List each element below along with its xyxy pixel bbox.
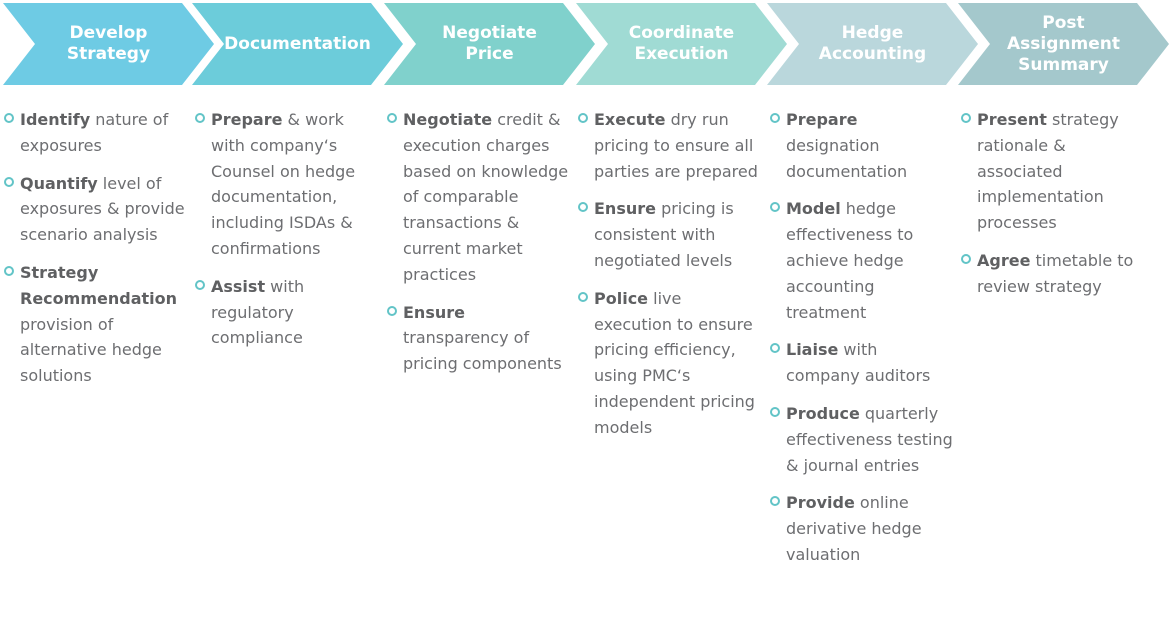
list-item: Present strategy rationale & associated … — [959, 107, 1147, 236]
process-chevrons — [3, 3, 1169, 85]
item-text: pricing is consistent with negotiated le… — [594, 199, 734, 270]
stage-chevron-2 — [192, 3, 403, 85]
ring-bullet-icon — [387, 305, 397, 316]
stage-column-2: Prepare & work with company‘s Counsel on… — [193, 107, 381, 363]
item-keyword: Prepare — [211, 110, 283, 129]
list-item: Police live execution to ensure pricing … — [576, 286, 764, 441]
ring-bullet-icon — [961, 113, 971, 123]
stage-chevron-3 — [384, 3, 595, 85]
stage-column-6: Present strategy rationale & associated … — [959, 107, 1147, 312]
ring-bullet-icon — [770, 113, 780, 123]
list-item: Ensure pricing is consistent with negoti… — [576, 196, 764, 273]
item-keyword: Identify — [20, 110, 91, 129]
list-item: Execute dry run pricing to ensure all pa… — [576, 107, 764, 184]
item-text: live execution to ensure pricing efficie… — [594, 288, 755, 437]
item-text: nature of exposures — [20, 110, 169, 155]
stage-column-3: Negotiate credit & execution charges bas… — [385, 107, 573, 389]
stage-chevron-5 — [767, 3, 978, 85]
item-text: hedge effectiveness to achieve hedge acc… — [786, 199, 914, 322]
item-keyword: Quantify — [20, 173, 98, 193]
ring-bullet-icon — [770, 343, 780, 354]
ring-bullet-icon — [4, 265, 14, 276]
stage-title-6: Post Assignment Summary — [1007, 12, 1120, 75]
list-item: Produce quarterly effectiveness testing … — [768, 401, 956, 478]
item-keyword: Strategy Recommendation — [20, 262, 177, 308]
stage-title-2: Documentation — [224, 33, 371, 54]
item-keyword: Model — [786, 199, 841, 219]
stage-title-5: Hedge Accounting — [818, 23, 927, 64]
list-item: Quantify level of exposures & provide sc… — [2, 171, 190, 248]
list-item: Prepare designation documentation — [768, 107, 956, 184]
list-item: Agree timetable to review strategy — [959, 248, 1147, 300]
stage-title-1: Develop Strategy — [66, 23, 151, 64]
ring-bullet-icon — [387, 113, 397, 123]
item-text: level of exposures & provide scenario an… — [20, 173, 185, 245]
item-text: & work with company‘s Counsel on hedge d… — [211, 110, 356, 258]
item-text: online derivative hedge valuation — [786, 493, 922, 564]
stage-title-3: Negotiate Price — [442, 23, 537, 64]
list-item: Identify nature of exposures — [2, 107, 190, 159]
list-item: Assist with regulatory compliance — [193, 274, 381, 351]
ring-bullet-icon — [961, 253, 971, 264]
item-keyword: Ensure — [594, 199, 656, 219]
ring-bullet-icon — [4, 176, 14, 187]
stage-chevron-6 — [958, 3, 1169, 85]
item-text: credit & execution charges based on know… — [403, 110, 569, 284]
item-text: provision of alternative hedge solutions — [20, 314, 162, 386]
item-text: quarterly effectiveness testing & journa… — [786, 403, 953, 475]
ring-bullet-icon — [770, 202, 780, 213]
list-item: Provide online derivative hedge valuatio… — [768, 490, 956, 567]
ring-bullet-icon — [195, 279, 205, 290]
list-item: Ensure transparency of pricing component… — [385, 300, 573, 377]
item-keyword: Agree — [977, 250, 1031, 270]
item-text: transparency of pricing components — [403, 328, 562, 374]
item-keyword: Liaise — [786, 340, 839, 360]
item-keyword: Execute — [594, 110, 666, 129]
ring-bullet-icon — [4, 113, 14, 123]
ring-bullet-icon — [770, 406, 780, 417]
stage-chevron-4 — [576, 3, 787, 85]
item-text: designation documentation — [786, 135, 908, 181]
item-text: strategy rationale & associated implemen… — [977, 110, 1119, 233]
list-item: Negotiate credit & execution charges bas… — [385, 107, 573, 288]
list-item: Strategy Recommendation provision of alt… — [2, 260, 190, 389]
list-item: Model hedge effectiveness to achieve hed… — [768, 196, 956, 325]
item-keyword: Produce — [786, 403, 860, 423]
list-item: Prepare & work with company‘s Counsel on… — [193, 107, 381, 262]
item-keyword: Prepare — [786, 110, 858, 129]
item-text: dry run pricing to ensure all parties ar… — [594, 110, 758, 181]
item-keyword: Ensure — [403, 302, 465, 322]
ring-bullet-icon — [195, 113, 205, 123]
ring-bullet-icon — [578, 113, 588, 123]
ring-bullet-icon — [578, 291, 588, 302]
item-text: with regulatory compliance — [211, 276, 305, 348]
item-keyword: Present — [977, 110, 1047, 129]
stage-column-4: Execute dry run pricing to ensure all pa… — [576, 107, 764, 453]
item-text: with company auditors — [786, 340, 931, 386]
item-keyword: Provide — [786, 493, 855, 513]
item-text: timetable to review strategy — [977, 250, 1134, 296]
item-keyword: Police — [594, 288, 649, 308]
list-item: Liaise with company auditors — [768, 337, 956, 389]
ring-bullet-icon — [770, 496, 780, 507]
item-keyword: Assist — [211, 276, 266, 296]
ring-bullet-icon — [578, 202, 588, 213]
item-keyword: Negotiate — [403, 110, 493, 129]
stage-chevron-1 — [3, 3, 214, 85]
stage-title-4: Coordinate Execution — [628, 23, 735, 64]
